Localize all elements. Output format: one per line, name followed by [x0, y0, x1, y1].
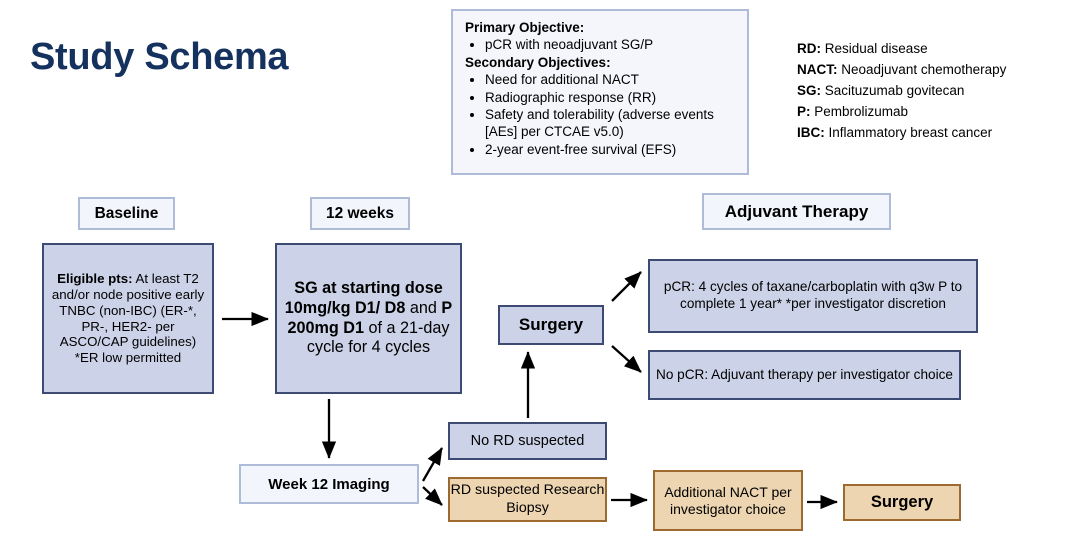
secondary-objectives-list: Need for additional NACT Radiographic re… [465, 71, 737, 158]
regimen-part-4: of a 21-day cycle for 4 cycles [306, 318, 450, 357]
node-additional-nact: Additional NACT per investigator choice [653, 470, 803, 531]
node-surgery-after-nact: Surgery [843, 484, 961, 521]
regimen-part-1: SG at starting dose 10mg/kg D1/ D8 [284, 278, 443, 317]
legend-abbr: IBC: [797, 124, 825, 140]
primary-objective-heading: Primary Objective: [465, 20, 585, 35]
legend-definition: Residual disease [824, 41, 928, 56]
arrow-imaging-to-rd-suspected [422, 486, 443, 506]
legend-abbr: SG: [797, 82, 822, 98]
legend-definition: Neoadjuvant chemotherapy [841, 61, 1007, 77]
node-no-pcr-adjuvant: No pCR: Adjuvant therapy per investigato… [648, 350, 961, 400]
regimen-part-3: P 200mg D1 [287, 298, 453, 337]
arrow-surgery-to-pcr [611, 271, 642, 302]
node-surgery-main: Surgery [498, 305, 604, 345]
node-pcr-adjuvant: pCR: 4 cycles of taxane/carboplatin with… [648, 259, 978, 333]
legend-definition: Sacituzumab govitecan [824, 82, 965, 98]
primary-objective-list: pCR with neoadjuvant SG/P [465, 36, 737, 53]
legend-item: RD: Residual disease [797, 39, 1006, 60]
legend-abbr: RD: [797, 41, 821, 56]
secondary-objective-item: 2-year event-free survival (EFS) [485, 141, 737, 158]
legend-item: SG: Sacituzumab govitecan [797, 81, 1006, 102]
arrow-imaging-to-no-rd [422, 447, 443, 482]
primary-objective-item: pCR with neoadjuvant SG/P [485, 36, 737, 53]
legend-definition: Pembrolizumab [814, 103, 909, 119]
legend-item: NACT: Neoadjuvant chemotherapy [797, 60, 1006, 81]
eligible-lead-text: Eligible pts: [57, 270, 133, 286]
secondary-objective-item: Radiographic response (RR) [485, 89, 737, 106]
objectives-panel: Primary Objective: pCR with neoadjuvant … [451, 9, 749, 175]
abbreviations-legend: RD: Residual disease NACT: Neoadjuvant c… [797, 39, 1006, 144]
arrow-surgery-to-no-pcr [611, 345, 642, 373]
node-rd-suspected-research-biopsy: RD suspected Research Biopsy [448, 477, 607, 522]
phase-label-baseline: Baseline [78, 197, 175, 230]
phase-label-12-weeks: 12 weeks [310, 197, 410, 230]
node-no-rd-suspected: No RD suspected [448, 422, 607, 460]
phase-label-adjuvant-therapy: Adjuvant Therapy [702, 193, 891, 230]
regimen-part-2: and [405, 298, 442, 317]
secondary-objectives-heading: Secondary Objectives: [465, 54, 611, 70]
legend-abbr: P: [797, 103, 811, 119]
node-eligible-patients: Eligible pts: At least T2 and/or node po… [42, 243, 214, 394]
legend-definition: Inflammatory breast cancer [828, 124, 993, 140]
eligible-body-text: At least T2 and/or node positive early T… [51, 270, 205, 366]
node-week-12-imaging: Week 12 Imaging [239, 464, 419, 504]
legend-item: IBC: Inflammatory breast cancer [797, 123, 1006, 144]
page-title: Study Schema [30, 36, 289, 78]
secondary-objective-item: Need for additional NACT [485, 71, 737, 88]
legend-abbr: NACT: [797, 61, 838, 77]
legend-item: P: Pembrolizumab [797, 102, 1006, 123]
secondary-objective-item: Safety and tolerability (adverse events … [485, 106, 737, 141]
node-treatment-regimen: SG at starting dose 10mg/kg D1/ D8 and P… [275, 243, 462, 394]
